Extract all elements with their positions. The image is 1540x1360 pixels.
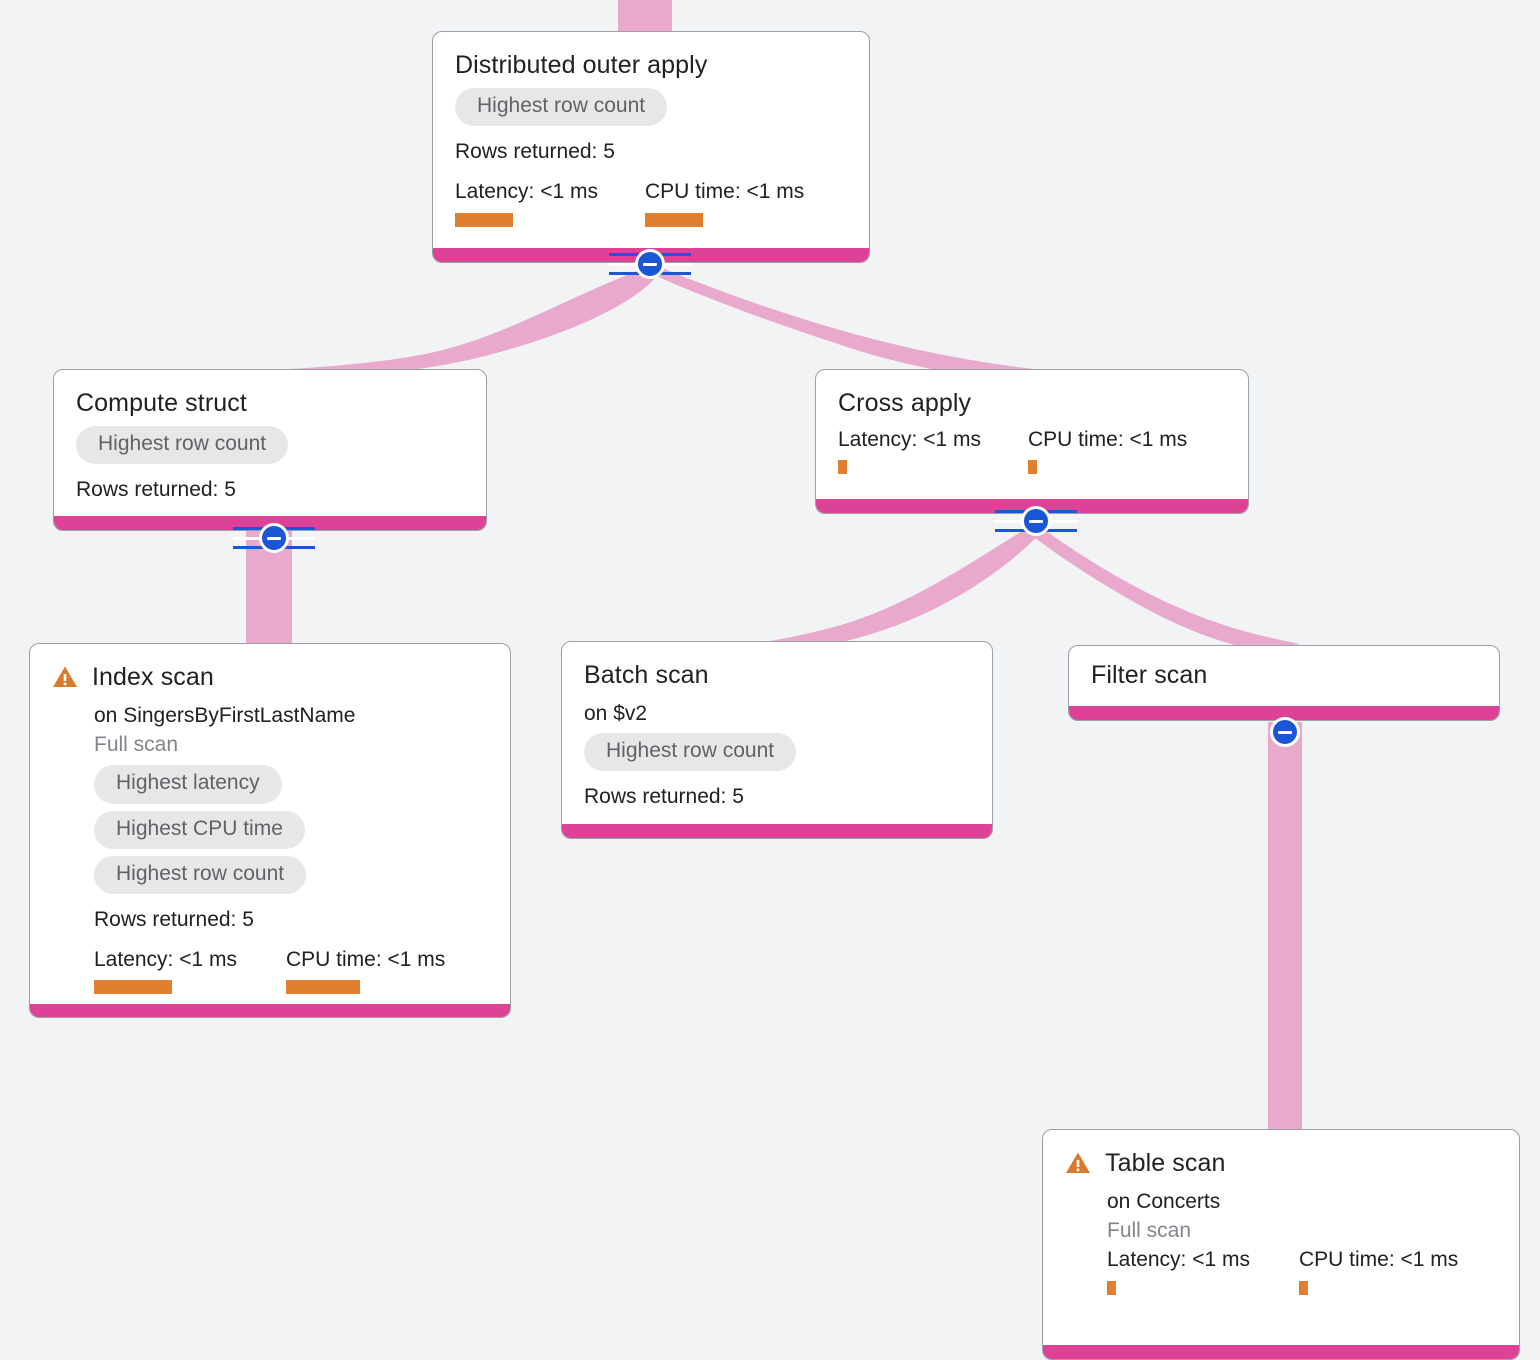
node-body: Compute struct Highest row count Rows re… xyxy=(54,370,486,516)
latency-label: Latency: <1 ms xyxy=(94,947,237,971)
latency-label: Latency: <1 ms xyxy=(455,180,598,204)
rows-returned: Rows returned: 5 xyxy=(94,907,254,931)
node-cross-apply[interactable]: Cross apply Latency: <1 ms CPU time: <1 … xyxy=(815,369,1249,514)
latency-bar xyxy=(1107,1280,1116,1295)
node-header: Distributed outer apply xyxy=(455,50,847,80)
node-header: Cross apply xyxy=(838,388,1226,418)
node-scan-type: Full scan xyxy=(1107,1219,1192,1243)
node-title: Batch scan xyxy=(584,660,709,689)
metric-latency: Latency: <1 ms xyxy=(455,179,645,227)
node-header: Table scan xyxy=(1065,1148,1497,1178)
metric-cpu-time: CPU time: <1 ms xyxy=(645,179,805,227)
cpu-time-label: CPU time: <1 ms xyxy=(286,947,446,971)
chip-highest-latency: Highest latency xyxy=(94,765,282,804)
node-title: Filter scan xyxy=(1091,660,1208,689)
collapse-toggle-filter-scan[interactable] xyxy=(1270,717,1300,747)
chip-highest-row-count: Highest row count xyxy=(76,426,289,465)
chip-highest-row-count: Highest row count xyxy=(584,733,797,772)
node-body: Filter scan xyxy=(1069,646,1499,706)
node-chips: Highest row count xyxy=(76,426,464,471)
cpu-time-bar xyxy=(286,980,360,995)
metric-latency: Latency: <1 ms xyxy=(94,947,286,995)
node-subtitle: on Concerts xyxy=(1107,1190,1221,1213)
edge-cross-apply-to-batch-scan xyxy=(755,526,1042,650)
chip-highest-row-count: Highest row count xyxy=(455,88,668,127)
edge-cross-apply-to-filter-scan xyxy=(1030,528,1300,650)
node-body: Table scan on Concerts Full scan Latency… xyxy=(1043,1130,1519,1345)
node-chips: Highest row count xyxy=(455,88,847,133)
chip-highest-cpu-time: Highest CPU time xyxy=(94,810,305,849)
metric-latency: Latency: <1 ms xyxy=(838,427,1028,475)
warning-icon xyxy=(1066,1152,1090,1173)
collapse-toggle-distributed-outer-apply[interactable] xyxy=(635,249,665,279)
edge-distributed-outer-apply-to-compute-struct xyxy=(246,266,660,378)
node-body: Index scan on SingersByFirstLastName Ful… xyxy=(30,644,510,1004)
node-filter-scan[interactable]: Filter scan xyxy=(1068,645,1500,721)
node-metrics: Latency: <1 ms CPU time: <1 ms xyxy=(94,947,488,995)
node-header: Filter scan xyxy=(1091,660,1477,690)
node-header: Batch scan xyxy=(584,660,970,690)
collapse-toggle-cross-apply[interactable] xyxy=(1021,506,1051,536)
node-index-scan[interactable]: Index scan on SingersByFirstLastName Ful… xyxy=(29,643,511,1018)
latency-label: Latency: <1 ms xyxy=(1107,1248,1250,1272)
metric-latency: Latency: <1 ms xyxy=(1107,1247,1299,1295)
node-body: Distributed outer apply Highest row coun… xyxy=(433,32,869,248)
node-metrics: Latency: <1 ms CPU time: <1 ms xyxy=(1107,1247,1497,1295)
node-subtitle: on $v2 xyxy=(584,702,648,725)
rows-returned: Rows returned: 5 xyxy=(455,140,615,164)
node-body: Cross apply Latency: <1 ms CPU time: <1 … xyxy=(816,370,1248,499)
chip-highest-row-count: Highest row count xyxy=(94,855,307,894)
node-title: Cross apply xyxy=(838,388,972,417)
latency-bar xyxy=(838,460,847,475)
cpu-time-bar xyxy=(1028,460,1037,475)
node-title: Table scan xyxy=(1105,1148,1226,1177)
node-body: Batch scan on $v2 Highest row count Rows… xyxy=(562,642,992,824)
node-title: Index scan xyxy=(92,662,214,691)
metric-cpu-time: CPU time: <1 ms xyxy=(1299,1247,1459,1295)
node-chips: Highest row count xyxy=(584,733,970,778)
node-chips: Highest latency Highest CPU time Highest… xyxy=(94,765,488,900)
node-accent-bar xyxy=(562,824,992,838)
warning-icon xyxy=(53,666,77,687)
latency-bar xyxy=(94,980,172,995)
node-metrics: Latency: <1 ms CPU time: <1 ms xyxy=(455,179,847,227)
metric-cpu-time: CPU time: <1 ms xyxy=(286,947,446,995)
rows-returned: Rows returned: 5 xyxy=(584,785,744,809)
cpu-time-label: CPU time: <1 ms xyxy=(1028,428,1188,451)
edge-filter-scan-to-table-scan xyxy=(1268,722,1302,1130)
collapse-toggle-compute-struct[interactable] xyxy=(259,523,289,553)
node-accent-bar xyxy=(1069,706,1499,720)
node-distributed-outer-apply[interactable]: Distributed outer apply Highest row coun… xyxy=(432,31,870,263)
node-accent-bar xyxy=(30,1004,510,1017)
node-header: Compute struct xyxy=(76,388,464,418)
rows-returned: Rows returned: 5 xyxy=(76,478,236,502)
node-batch-scan[interactable]: Batch scan on $v2 Highest row count Rows… xyxy=(561,641,993,839)
node-title: Compute struct xyxy=(76,388,247,417)
node-header: Index scan xyxy=(52,662,488,692)
node-accent-bar xyxy=(1043,1345,1519,1359)
edge-distributed-outer-apply-to-cross-apply xyxy=(652,268,1043,380)
metric-cpu-time: CPU time: <1 ms xyxy=(1028,427,1188,475)
node-scan-type: Full scan xyxy=(94,733,179,757)
node-table-scan[interactable]: Table scan on Concerts Full scan Latency… xyxy=(1042,1129,1520,1360)
cpu-time-bar xyxy=(645,212,703,227)
node-subtitle: on SingersByFirstLastName xyxy=(94,704,356,727)
cpu-time-label: CPU time: <1 ms xyxy=(645,180,805,204)
node-title: Distributed outer apply xyxy=(455,50,708,79)
cpu-time-bar xyxy=(1299,1280,1308,1295)
node-compute-struct[interactable]: Compute struct Highest row count Rows re… xyxy=(53,369,487,531)
latency-bar xyxy=(455,212,513,227)
cpu-time-label: CPU time: <1 ms xyxy=(1299,1248,1459,1272)
latency-label: Latency: <1 ms xyxy=(838,428,981,451)
node-metrics: Latency: <1 ms CPU time: <1 ms xyxy=(838,427,1226,475)
